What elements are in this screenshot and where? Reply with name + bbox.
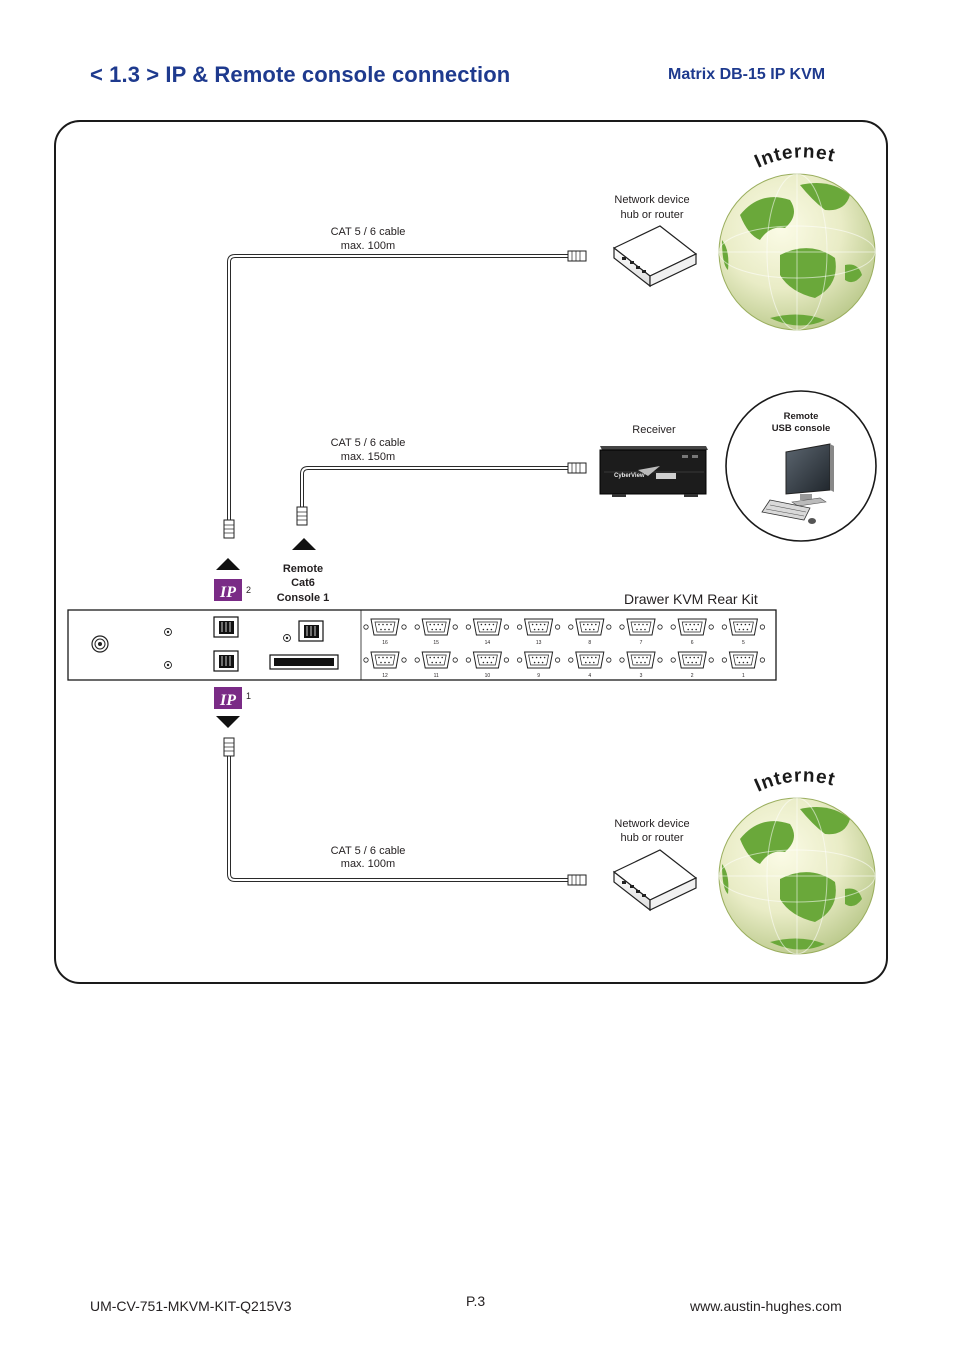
vga-port-number: 3 — [640, 673, 643, 679]
vga-port-number: 11 — [434, 673, 439, 679]
vga-port-number: 10 — [485, 673, 491, 679]
page-number: P.3 — [466, 1293, 486, 1309]
internet-label-bottom: Internet — [752, 765, 838, 796]
internet-label-top: Internet — [752, 141, 838, 172]
hub-router-label-top: hub or router — [621, 209, 684, 221]
rj45-plug-icon — [567, 874, 587, 886]
vga-port-icon — [619, 618, 663, 636]
ip-badge-text-bottom: IP — [219, 692, 236, 709]
rj45-port-icon — [298, 620, 324, 642]
receiver-label: Receiver — [632, 424, 676, 436]
vga-port-icon — [721, 651, 766, 669]
console1-port-label: Console 1 — [277, 592, 330, 604]
rear-kit-label: Drawer KVM Rear Kit — [624, 591, 758, 607]
console-connector-icon — [269, 654, 339, 670]
rj45-plug-icon — [296, 506, 308, 526]
vga-port-number: 13 — [536, 640, 542, 646]
vga-port-number: 2 — [691, 673, 694, 679]
ip-badge-top — [214, 579, 242, 601]
vga-port-row-bottom: 12 11 10 9 4 3 2 1 — [363, 651, 766, 679]
rj45-port-icon — [213, 650, 239, 672]
internet-globe-bottom — [718, 797, 876, 955]
keyboard-icon — [761, 499, 811, 521]
cable-label-middle: CAT 5 / 6 cable — [331, 437, 406, 449]
rj45-port-icon — [213, 616, 239, 638]
vga-port-icon — [465, 651, 509, 669]
ip-port-number-top: 2 — [246, 585, 251, 595]
remote-console-label: Remote — [784, 411, 819, 422]
vga-port-number: 6 — [691, 640, 694, 646]
router-icon — [612, 225, 698, 288]
model-title: Matrix DB-15 IP KVM — [668, 66, 826, 83]
drawer-kvm-rear-panel — [67, 609, 777, 681]
ip-port-number-bottom: 1 — [246, 691, 251, 701]
vga-port-icon — [363, 651, 407, 669]
rj45-plug-icon — [567, 462, 587, 474]
rj45-plug-icon — [567, 250, 587, 262]
remote-port-label: Remote — [283, 563, 323, 575]
vga-port-icon — [414, 651, 458, 669]
mouse-icon — [808, 518, 816, 524]
cable-top — [227, 254, 568, 524]
document-id: UM-CV-751-MKVM-KIT-Q215V3 — [90, 1298, 292, 1314]
screw-icon — [164, 628, 172, 636]
vga-port-number: 9 — [537, 673, 540, 679]
vga-port-row-top: 16 15 14 13 8 7 6 5 — [363, 618, 766, 646]
vga-port-number: 7 — [640, 640, 643, 646]
screw-icon — [164, 661, 172, 669]
down-arrow-icon — [216, 716, 240, 728]
cat6-port-label: Cat6 — [291, 577, 315, 589]
vga-port-icon — [721, 618, 766, 636]
vga-port-number: 16 — [382, 640, 388, 646]
vga-port-icon — [363, 618, 407, 636]
receiver-brand: CyberView — [614, 473, 645, 479]
vga-port-number: 12 — [382, 673, 388, 679]
vga-port-number: 4 — [588, 673, 591, 679]
vga-port-icon — [568, 651, 612, 669]
page-title: < 1.3 > IP & Remote console connection — [90, 62, 511, 87]
vga-port-icon — [465, 618, 509, 636]
cable-label-top: CAT 5 / 6 cable — [331, 226, 406, 238]
ip-badge-bottom — [214, 687, 242, 709]
hub-router-label-bottom: hub or router — [621, 832, 684, 844]
cable-length-top: max. 100m — [341, 240, 395, 252]
vga-port-number: 1 — [742, 673, 745, 679]
rj45-plug-icon — [223, 737, 235, 757]
cable-length-bottom: max. 100m — [341, 858, 395, 870]
usb-console-label: USB console — [772, 423, 831, 434]
cable-label-bottom: CAT 5 / 6 cable — [331, 845, 406, 857]
up-arrow-icon — [292, 538, 316, 550]
vga-port-icon — [568, 618, 612, 636]
cable-bottom — [227, 752, 568, 882]
receiver-icon — [599, 446, 708, 497]
router-icon — [612, 849, 698, 912]
vga-port-number: 15 — [433, 640, 439, 646]
vga-port-number: 5 — [742, 640, 745, 646]
cable-length-middle: max. 150m — [341, 451, 395, 463]
network-device-label-top: Network device — [614, 194, 689, 206]
internet-globe-top — [718, 173, 876, 331]
vga-port-icon — [670, 651, 714, 669]
vga-port-icon — [516, 651, 561, 669]
vga-port-icon — [619, 651, 663, 669]
monitor-icon — [785, 443, 834, 507]
website-link[interactable]: www.austin-hughes.com — [690, 1298, 842, 1314]
vga-port-number: 14 — [485, 640, 491, 646]
screw-icon — [283, 634, 291, 642]
power-socket-icon — [91, 635, 109, 653]
up-arrow-icon — [216, 558, 240, 570]
network-device-label-bottom: Network device — [614, 818, 689, 830]
ip-badge-text-top: IP — [219, 584, 236, 601]
cable-middle — [300, 466, 568, 510]
diagram-frame — [54, 120, 888, 984]
vga-port-icon — [414, 618, 458, 636]
vga-port-number: 8 — [588, 640, 591, 646]
vga-port-icon — [516, 618, 561, 636]
vga-port-icon — [670, 618, 714, 636]
rj45-plug-icon — [223, 519, 235, 539]
